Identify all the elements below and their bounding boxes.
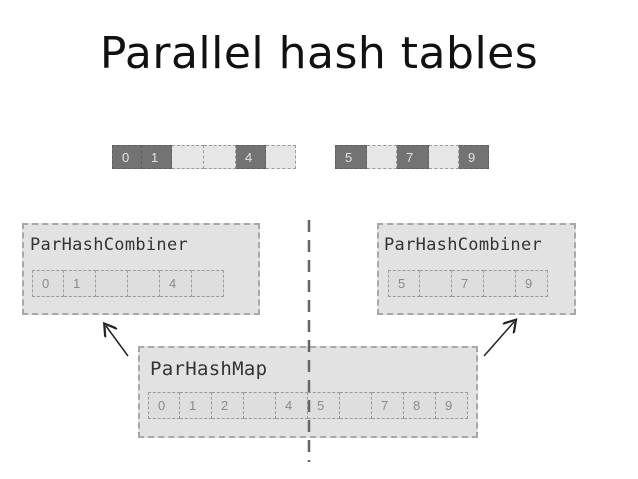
combiner-box-left	[22, 223, 260, 315]
bucket-cell: 9	[516, 270, 548, 297]
hashmap-label: ParHashMap	[150, 358, 268, 380]
bucket-cell	[420, 270, 452, 297]
slide-title: Parallel hash tables	[99, 28, 539, 79]
bucket-cell: 8	[404, 392, 436, 419]
bucket-cell: 0	[148, 392, 180, 419]
bucket-cell	[340, 392, 372, 419]
bucket-cell	[204, 145, 236, 169]
bucket-cell: 1	[64, 270, 96, 297]
bucket-cell: 5	[335, 145, 367, 169]
bucket-cell: 0	[112, 145, 142, 169]
combiner-label-left: ParHashCombiner	[30, 235, 189, 255]
arrow-to-left-combiner	[106, 326, 129, 357]
top-bucket-row-right: 5 7 9	[335, 145, 489, 169]
bucket-cell	[484, 270, 516, 297]
bucket-cell	[367, 145, 397, 169]
bucket-cell: 7	[452, 270, 484, 297]
top-bucket-row-left: 0 1 4	[112, 145, 296, 169]
bucket-cell: 7	[397, 145, 429, 169]
bucket-cell: 2	[212, 392, 244, 419]
bucket-cell	[128, 270, 160, 297]
bucket-cell: 7	[372, 392, 404, 419]
bucket-cell	[429, 145, 459, 169]
bucket-cell: 5	[308, 392, 340, 419]
bucket-cell: 9	[459, 145, 489, 169]
combiner-box-right	[377, 223, 576, 315]
bucket-cell: 0	[32, 270, 64, 297]
bucket-cell	[266, 145, 296, 169]
bucket-cell	[96, 270, 128, 297]
bucket-cell: 4	[276, 392, 308, 419]
bucket-cell: 4	[236, 145, 266, 169]
bucket-cell	[172, 145, 204, 169]
bucket-cell	[192, 270, 224, 297]
bucket-cell	[244, 392, 276, 419]
arrow-to-right-combiner	[483, 322, 514, 357]
combiner-cells-left: 0 1 4	[32, 270, 224, 297]
hashmap-cells: 0 1 2 4 5 7 8 9	[148, 392, 468, 419]
bucket-cell: 9	[436, 392, 468, 419]
bucket-cell: 1	[142, 145, 172, 169]
combiner-cells-right: 5 7 9	[388, 270, 548, 297]
bucket-cell: 1	[180, 392, 212, 419]
bucket-cell: 4	[160, 270, 192, 297]
combiner-label-right: ParHashCombiner	[384, 235, 543, 255]
bucket-cell: 5	[388, 270, 420, 297]
